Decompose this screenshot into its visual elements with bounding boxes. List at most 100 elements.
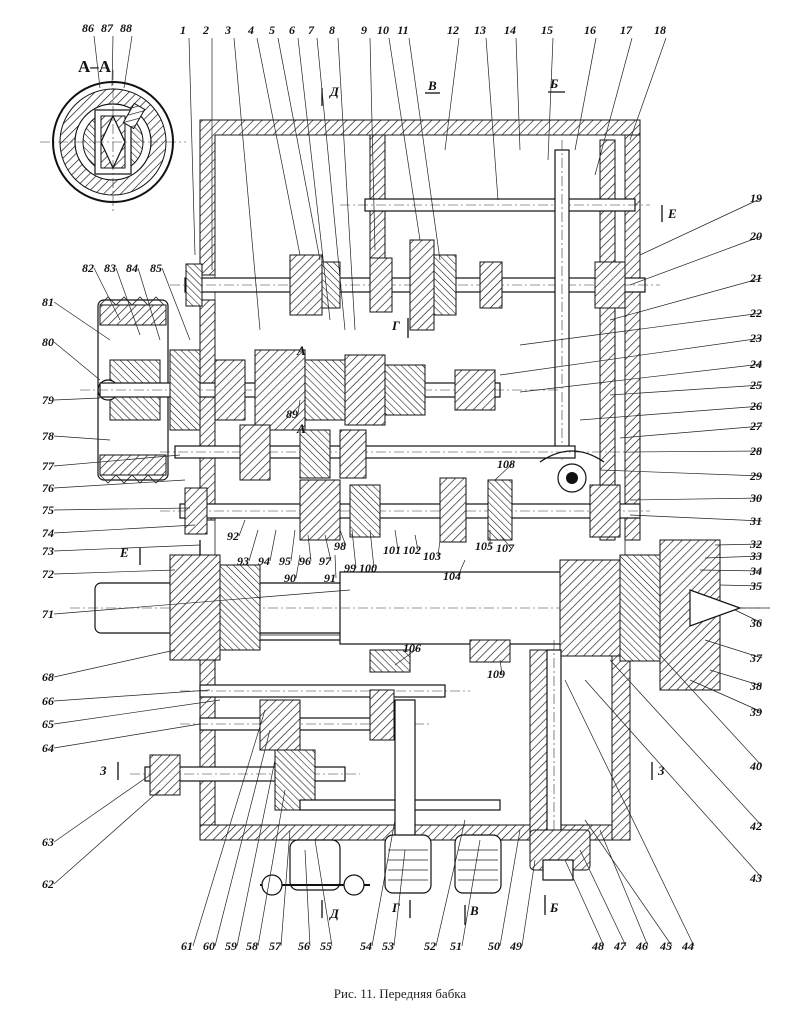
leader-line-46 xyxy=(599,829,649,947)
part-number-97: 97 xyxy=(319,554,332,568)
leader-line-40 xyxy=(659,654,763,767)
section-label-z-left: З xyxy=(99,763,107,778)
part-number-42: 42 xyxy=(749,819,762,833)
part-number-80: 80 xyxy=(42,335,54,349)
part-number-93: 93 xyxy=(237,554,249,568)
part-number-36: 36 xyxy=(749,616,762,630)
leader-line-100 xyxy=(369,529,375,569)
leader-line-6 xyxy=(297,37,331,321)
part-number-81: 81 xyxy=(42,295,54,309)
leader-line-62 xyxy=(53,789,161,885)
part-number-11: 11 xyxy=(397,23,408,37)
part-number-94: 94 xyxy=(258,554,270,568)
part-number-24: 24 xyxy=(749,357,762,371)
part-number-87: 87 xyxy=(101,21,114,35)
leader-line-5 xyxy=(277,37,321,261)
leader-line-26 xyxy=(579,405,763,421)
part-number-85: 85 xyxy=(150,261,162,275)
part-number-95: 95 xyxy=(279,554,291,568)
leader-line-4 xyxy=(256,37,301,256)
part-number-78: 78 xyxy=(42,429,54,443)
part-number-107: 107 xyxy=(496,541,515,555)
leader-line-15 xyxy=(547,37,554,161)
part-number-102: 102 xyxy=(403,543,421,557)
part-number-35: 35 xyxy=(749,579,762,593)
part-number-83: 83 xyxy=(104,261,116,275)
control-handles xyxy=(260,829,591,896)
leader-line-85 xyxy=(161,267,191,341)
part-number-54: 54 xyxy=(360,939,372,953)
leader-line-18 xyxy=(629,37,667,141)
part-number-26: 26 xyxy=(749,399,762,413)
part-number-104: 104 xyxy=(443,569,461,583)
leader-line-13 xyxy=(485,37,499,201)
section-label-b-bottom: Б xyxy=(549,900,558,915)
part-number-50: 50 xyxy=(488,939,500,953)
section-label-d-top: Д xyxy=(329,84,340,99)
leader-line-94 xyxy=(269,529,277,562)
leader-line-10 xyxy=(388,37,421,241)
leader-line-84 xyxy=(137,267,161,341)
part-number-5: 5 xyxy=(269,23,275,37)
part-number-45: 45 xyxy=(659,939,672,953)
leader-line-107 xyxy=(499,534,512,549)
part-number-9: 9 xyxy=(361,23,367,37)
upper-shafts xyxy=(170,140,660,460)
section-label-g-mid: Г xyxy=(391,318,400,333)
part-number-71: 71 xyxy=(42,607,54,621)
leader-line-24 xyxy=(519,363,763,393)
part-number-56: 56 xyxy=(298,939,310,953)
leader-line-68 xyxy=(53,649,176,678)
part-number-34: 34 xyxy=(749,564,762,578)
part-number-39: 39 xyxy=(749,705,762,719)
leader-line-104 xyxy=(457,559,466,577)
leader-line-45 xyxy=(584,819,673,947)
part-number-6: 6 xyxy=(289,23,295,37)
leader-line-28 xyxy=(624,450,763,453)
part-number-21: 21 xyxy=(749,271,762,285)
leader-line-14 xyxy=(515,37,521,151)
section-markers: А–А Д Д В В Б Б Г Г Е Е З З А А xyxy=(78,57,677,925)
part-number-32: 32 xyxy=(749,537,762,551)
leader-line-54 xyxy=(371,819,396,947)
part-number-105: 105 xyxy=(475,539,493,553)
part-number-49: 49 xyxy=(509,939,522,953)
part-number-63: 63 xyxy=(42,835,54,849)
leader-line-77 xyxy=(53,454,181,467)
leader-line-72 xyxy=(53,569,176,575)
leader-line-91 xyxy=(334,554,337,579)
part-number-43: 43 xyxy=(749,871,762,885)
leader-line-95 xyxy=(290,529,296,562)
leader-line-93 xyxy=(248,529,259,562)
part-number-51: 51 xyxy=(450,939,462,953)
part-number-89: 89 xyxy=(286,407,298,421)
part-number-17: 17 xyxy=(620,23,633,37)
section-label-g-bottom: Г xyxy=(391,900,400,915)
part-number-44: 44 xyxy=(681,939,694,953)
leader-line-83 xyxy=(115,267,141,336)
part-number-75: 75 xyxy=(42,503,54,517)
leader-line-88 xyxy=(123,35,133,89)
part-number-84: 84 xyxy=(126,261,138,275)
leader-line-81 xyxy=(53,301,111,341)
part-number-29: 29 xyxy=(749,469,762,483)
leader-line-17 xyxy=(594,37,633,176)
leader-line-60 xyxy=(214,729,271,947)
part-number-109: 109 xyxy=(487,667,505,681)
leader-line-65 xyxy=(53,699,221,725)
leader-line-56 xyxy=(304,849,311,947)
leader-line-61 xyxy=(192,709,266,947)
part-number-37: 37 xyxy=(749,651,763,665)
leader-line-73 xyxy=(53,544,201,552)
part-number-47: 47 xyxy=(613,939,627,953)
part-number-52: 52 xyxy=(424,939,436,953)
section-label-b-top: Б xyxy=(549,76,558,91)
leader-line-98 xyxy=(339,529,347,547)
leader-line-23 xyxy=(499,337,763,376)
part-number-59: 59 xyxy=(225,939,237,953)
leader-line-99 xyxy=(351,529,357,569)
part-number-61: 61 xyxy=(181,939,193,953)
leader-line-106 xyxy=(394,647,419,666)
